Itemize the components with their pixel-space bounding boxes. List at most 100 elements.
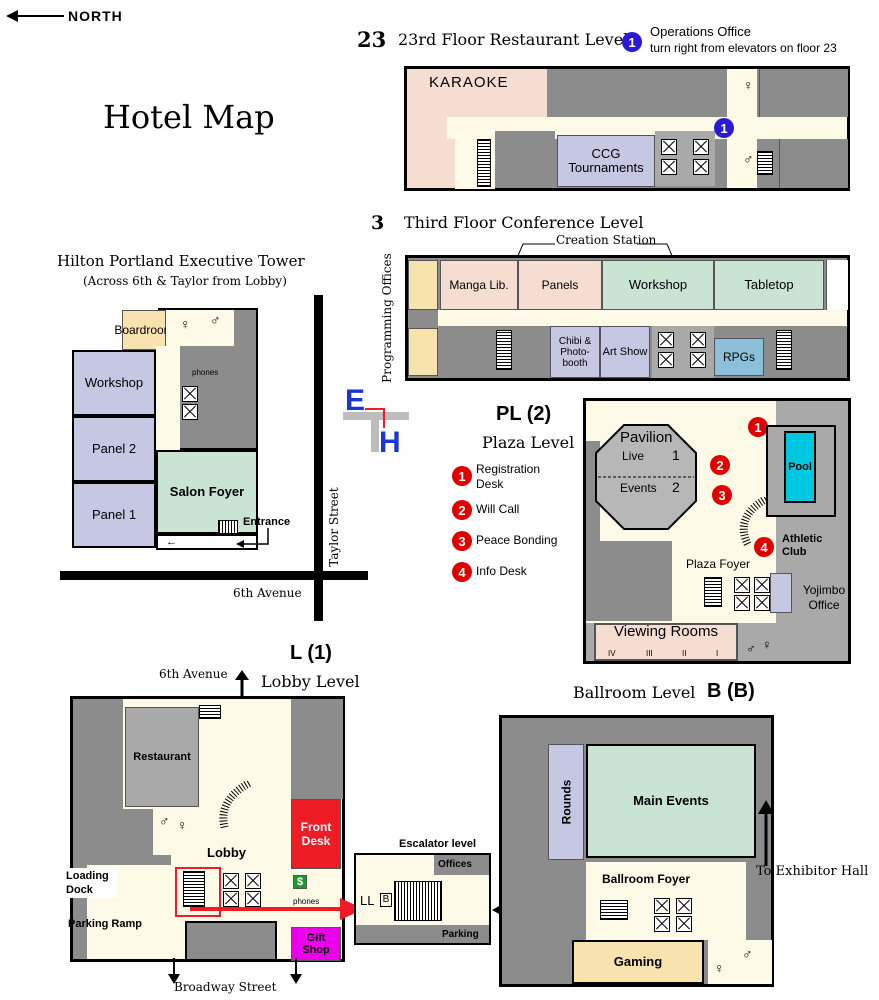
front-desk[interactable]: Front Desk: [291, 799, 341, 869]
atm-icon[interactable]: $: [293, 875, 307, 889]
tabletop-room[interactable]: Tabletop: [714, 260, 824, 310]
sixth-avenue-road: [60, 571, 368, 580]
artshow-room[interactable]: Art Show: [600, 326, 650, 378]
exec-map: Boardroom ♀ ♂ Workshop Panel 2 Panel 1 p…: [72, 308, 260, 550]
creation-station-label: Creation Station: [556, 233, 657, 247]
programming-office-bottom[interactable]: [408, 328, 438, 376]
ballroom-restroom: [708, 940, 772, 984]
pool[interactable]: Pool: [784, 431, 816, 503]
restroom-icon: ♂: [210, 312, 221, 328]
elevator-icon: [676, 898, 692, 914]
legend-label-4: Info Desk: [476, 564, 527, 578]
eh-e: E: [345, 384, 366, 417]
tabletop-label: Tabletop: [744, 277, 794, 292]
exec-workshop-room[interactable]: Workshop: [72, 350, 156, 416]
yojimbo-label: Yojimbo Office: [802, 583, 846, 612]
eh-h: H: [379, 426, 401, 459]
elevator-icon: [658, 332, 674, 348]
rounds-label: Rounds: [559, 779, 574, 825]
main-events-room[interactable]: Main Events: [586, 744, 756, 858]
viewing-rooms[interactable]: Viewing Rooms: [594, 623, 738, 661]
info-desk-badge[interactable]: 4: [754, 537, 774, 557]
floor3-number: 3: [371, 212, 385, 234]
legend-badge-3: 3: [452, 531, 472, 551]
exec-title: Hilton Portland Executive Tower: [57, 252, 305, 270]
restroom-icon: ♀: [714, 960, 725, 976]
legend-label-2: Will Call: [476, 502, 520, 516]
lobby-spiral-stair: [219, 781, 252, 831]
ballroom-foyer-label: Ballroom Foyer: [602, 872, 691, 886]
escalator-ll: LL: [360, 893, 375, 908]
restaurant-label: Restaurant: [133, 751, 191, 763]
salon-foyer[interactable]: Salon Foyer: [156, 450, 258, 534]
elevator-icon: [223, 891, 239, 907]
creation-station-bracket: [516, 243, 674, 259]
karaoke-label: KARAOKE: [429, 74, 509, 91]
exec-subtitle: (Across 6th & Taylor from Lobby): [83, 274, 287, 288]
live-num: 1: [672, 447, 680, 463]
panel1-room[interactable]: Panel 1: [72, 482, 156, 548]
elevator-icon: [734, 577, 750, 593]
corridor-3: [438, 310, 847, 326]
escalator-steps: [394, 881, 442, 921]
exhibitor-label[interactable]: To Exhibitor Hall: [756, 864, 869, 879]
gift-shop[interactable]: Gift Shop: [291, 927, 341, 961]
eh-red-link: [365, 408, 385, 428]
escalator-b: B: [380, 893, 392, 907]
will-call-badge[interactable]: 2: [710, 455, 730, 475]
workshop-label: Workshop: [628, 277, 688, 292]
pavilion-room[interactable]: [594, 423, 698, 531]
spiral-stair: [739, 497, 769, 547]
arrow-left-icon: [6, 10, 64, 22]
parking-label: Parking: [442, 929, 479, 940]
pool-label: Pool: [788, 461, 812, 473]
ccg-room[interactable]: CCG Tournaments: [557, 135, 655, 187]
legend-label-3: Peace Bonding: [476, 533, 558, 547]
ballroom-map: Rounds Main Events Ballroom Foyer Gaming…: [499, 715, 774, 987]
salon-label: Salon Foyer: [169, 484, 245, 499]
sixth-avenue-label: 6th Avenue: [233, 586, 302, 600]
manga-room[interactable]: Manga Lib.: [440, 260, 518, 310]
north-compass: NORTH: [4, 6, 134, 26]
lobby-name: Lobby Level: [261, 672, 360, 691]
lobby-phones-label: phones: [293, 897, 320, 906]
peace-bonding-badge[interactable]: 3: [712, 485, 732, 505]
lobby-right-dark: [291, 699, 343, 799]
elevator-icon: [661, 139, 677, 155]
gaming-room[interactable]: Gaming: [572, 940, 704, 984]
panels-room[interactable]: Panels: [518, 260, 602, 310]
viewing-label: Viewing Rooms: [614, 623, 718, 640]
stairs-23: [477, 139, 491, 187]
viewing-numeral-ii: II: [682, 649, 687, 658]
rpgs-label: RPGs: [722, 350, 755, 364]
elevator-icon: [654, 898, 670, 914]
ops-map-badge[interactable]: 1: [714, 118, 734, 138]
elevator-icon: [690, 352, 706, 368]
parking-ramp-label: Parking Ramp: [68, 918, 142, 930]
restroom-icon: ♀: [743, 77, 754, 93]
pavilion-label: Pavilion: [620, 429, 673, 446]
programming-office-top[interactable]: [408, 260, 438, 310]
workshop-room[interactable]: Workshop: [602, 260, 714, 310]
yojimbo-office-door[interactable]: [770, 573, 792, 613]
restroom-icon: ♂: [746, 641, 756, 656]
chibi-room[interactable]: Chibi & Photo-booth: [550, 326, 600, 378]
plaza-bottom-left-block: [600, 541, 672, 621]
loading-dock[interactable]: Loading Dock: [66, 868, 118, 898]
taylor-street-label: Taylor Street: [327, 487, 341, 567]
plaza-code: PL (2): [496, 403, 552, 425]
rounds-room[interactable]: Rounds: [548, 744, 584, 860]
right-wall-3: [826, 260, 848, 310]
floor23-map: KARAOKE CCG Tournaments 1 ♀ ♂: [404, 66, 850, 191]
panel2-room[interactable]: Panel 2: [72, 416, 156, 482]
restaurant[interactable]: Restaurant: [125, 707, 199, 807]
escalator-highlight[interactable]: [175, 867, 221, 917]
restroom-icon: ♂: [742, 946, 753, 962]
registration-badge[interactable]: 1: [748, 417, 768, 437]
boardroom[interactable]: Boardroom: [114, 310, 174, 350]
floor23-number: 23: [357, 27, 387, 52]
main-events-label: Main Events: [633, 793, 709, 808]
north-label: NORTH: [68, 8, 123, 24]
rpgs-room[interactable]: RPGs: [714, 338, 764, 376]
floor23-name: 23rd Floor Restaurant Level: [398, 30, 629, 49]
